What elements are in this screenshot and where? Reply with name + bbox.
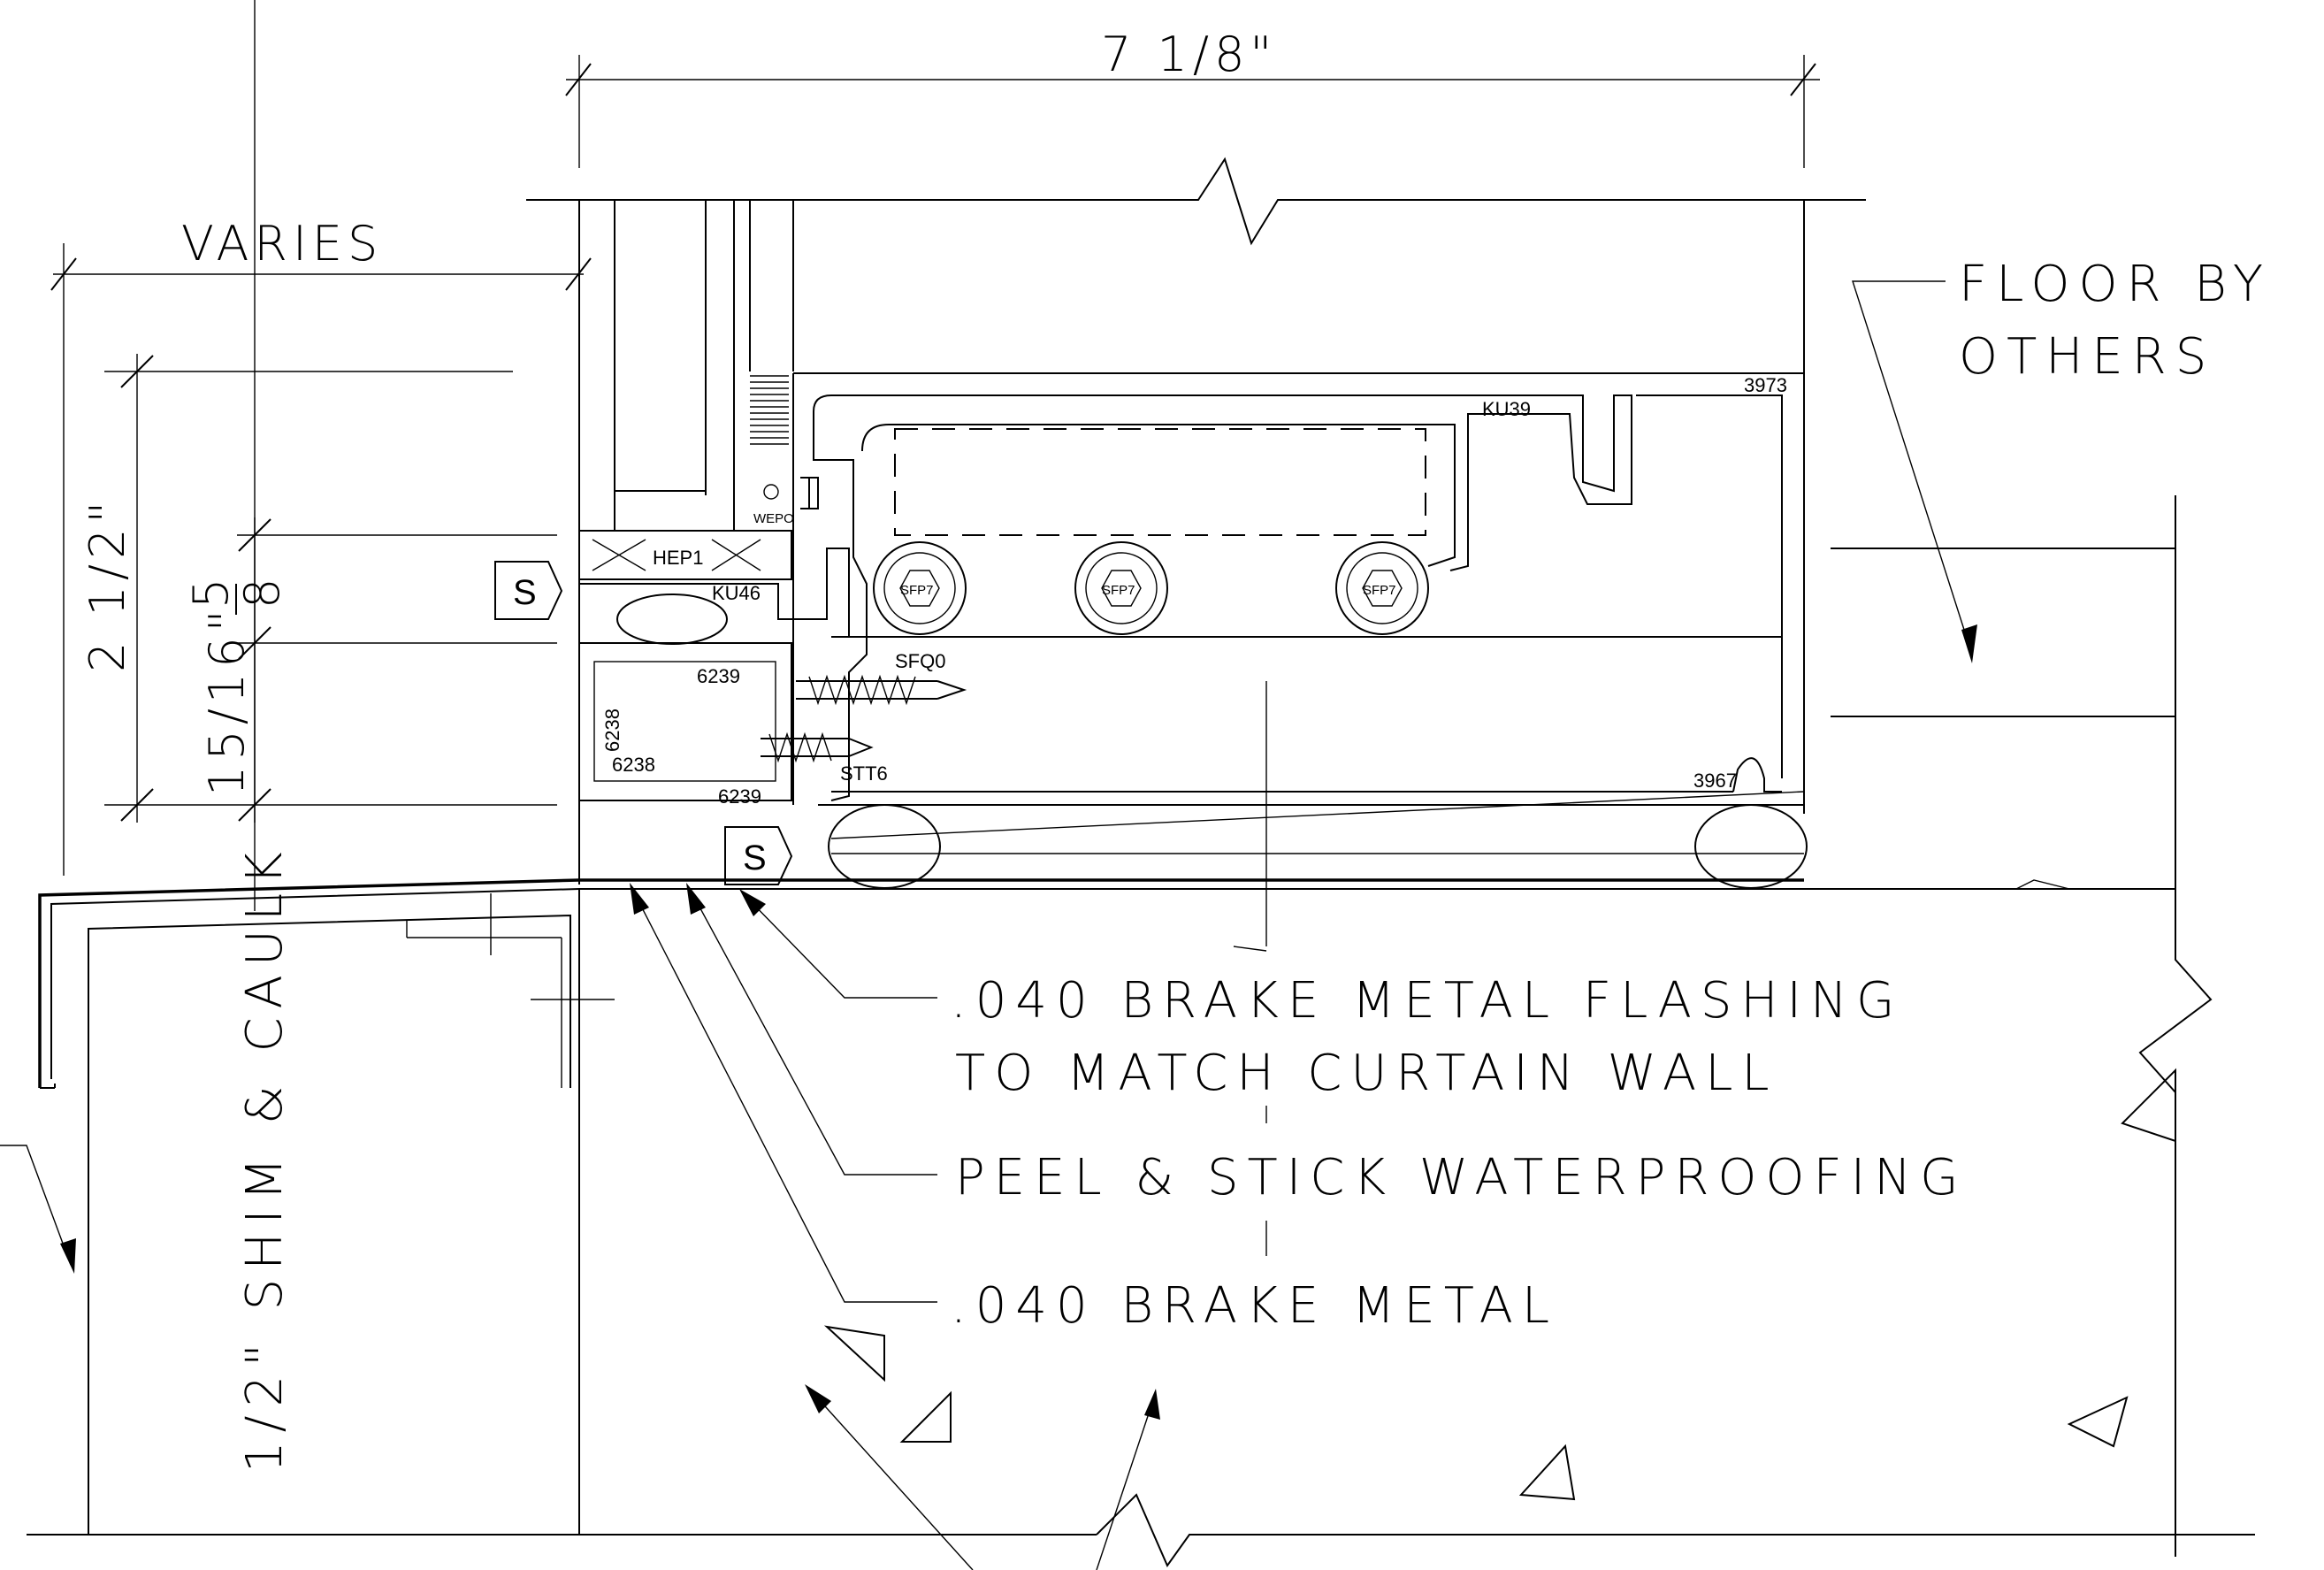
ku46-label: KU46 [712, 582, 761, 604]
flashing-note-line2: TO MATCH CURTAIN WALL [955, 1045, 1778, 1102]
sealant-tag-upper-label: S [513, 573, 537, 612]
leader-bottom-b [1096, 1389, 1160, 1570]
overall-width-dimension: 7 1/8" [565, 27, 1820, 168]
p6239a-label: 6239 [697, 665, 740, 687]
gasket-assembly: 6239 6238 6238 6239 [578, 642, 792, 808]
concrete-slab [27, 495, 2255, 1568]
sealant-tag-upper: S [494, 561, 563, 620]
p6238h-label: 6238 [612, 754, 655, 776]
waterproofing-note: PEEL & STICK WATERPROOFING [955, 1149, 1968, 1206]
vertical-dimensions: 2 1/2" 5 8 15/16" [80, 354, 557, 823]
screw-sfq0: SFQ0 [796, 650, 967, 706]
p3967-label: 3967 [1693, 770, 1737, 792]
sfp7-label-2: SFP7 [1102, 583, 1135, 598]
sfp7-boss-3: SFP7 [1335, 541, 1429, 635]
stt6-label: STT6 [840, 762, 888, 785]
sfq0-label: SFQ0 [895, 650, 945, 672]
pressure-plate-assembly: HEP1 KU46 [578, 530, 850, 645]
leader-shim-caulk [0, 1145, 76, 1274]
five-eighths-label: 5 8 [183, 573, 290, 615]
top-break-line [526, 157, 1866, 246]
flashing-note-line1: .040 BRAKE METAL FLASHING [951, 972, 1903, 1030]
overall-width-label: 7 1/8" [1101, 27, 1277, 82]
sill-extrusion: KU39 3973 3967 [813, 374, 1787, 801]
hep1-label: HEP1 [653, 547, 703, 569]
sfp7-screw-bosses: SFP7 SFP7 SFP7 [873, 541, 1429, 635]
ku39-label: KU39 [1482, 398, 1531, 420]
brake-metal-flashing [38, 878, 1804, 1089]
floor-lines [1831, 548, 2175, 717]
sfp7-label-1: SFP7 [900, 583, 934, 598]
wepo-label: WEPO [753, 511, 794, 526]
height-total-label: 2 1/2" [80, 496, 135, 672]
floor-note-line2: OTHERS [1959, 328, 2215, 386]
screw-stt6: STT6 [761, 731, 888, 785]
leader-brake-metal [630, 883, 937, 1303]
wepo-clip: WEPO [753, 477, 819, 526]
sealant-tag-lower-label: S [743, 839, 767, 877]
p6238v-label: 6238 [601, 708, 623, 752]
p3973-label: 3973 [1744, 374, 1787, 396]
sfp7-boss-2: SFP7 [1074, 541, 1168, 635]
leader-bottom-a [805, 1384, 974, 1570]
backer-rods [818, 791, 1808, 889]
coil-sealant [750, 375, 789, 445]
five-eighths-numerator: 5 [183, 573, 239, 609]
shim-caulk-note: 1/2" SHIM & CAULK [236, 843, 294, 1473]
notes: FLOOR BY OTHERS .040 BRAKE METAL FLASHIN… [236, 256, 2272, 1473]
leader-flashing [739, 889, 937, 999]
sealant-tag-lower: S [724, 826, 793, 885]
leader-waterproofing [686, 883, 937, 1176]
brake-metal-note: .040 BRAKE METAL [951, 1277, 1558, 1335]
floor-note-line1: FLOOR BY [1959, 256, 2272, 313]
section-centerline [1233, 681, 1267, 1256]
sfp7-boss-1: SFP7 [873, 541, 967, 635]
varies-dimension: VARIES [50, 0, 592, 911]
varies-label: VARIES [181, 216, 383, 272]
fifteen-sixteenths-label: 15/16" [199, 605, 255, 796]
p6239b-label: 6239 [718, 785, 761, 808]
sfp7-label-3: SFP7 [1363, 583, 1396, 598]
five-eighths-denominator: 8 [234, 573, 290, 609]
leader-floor [1852, 280, 1977, 663]
mullion-frame [578, 200, 1805, 885]
